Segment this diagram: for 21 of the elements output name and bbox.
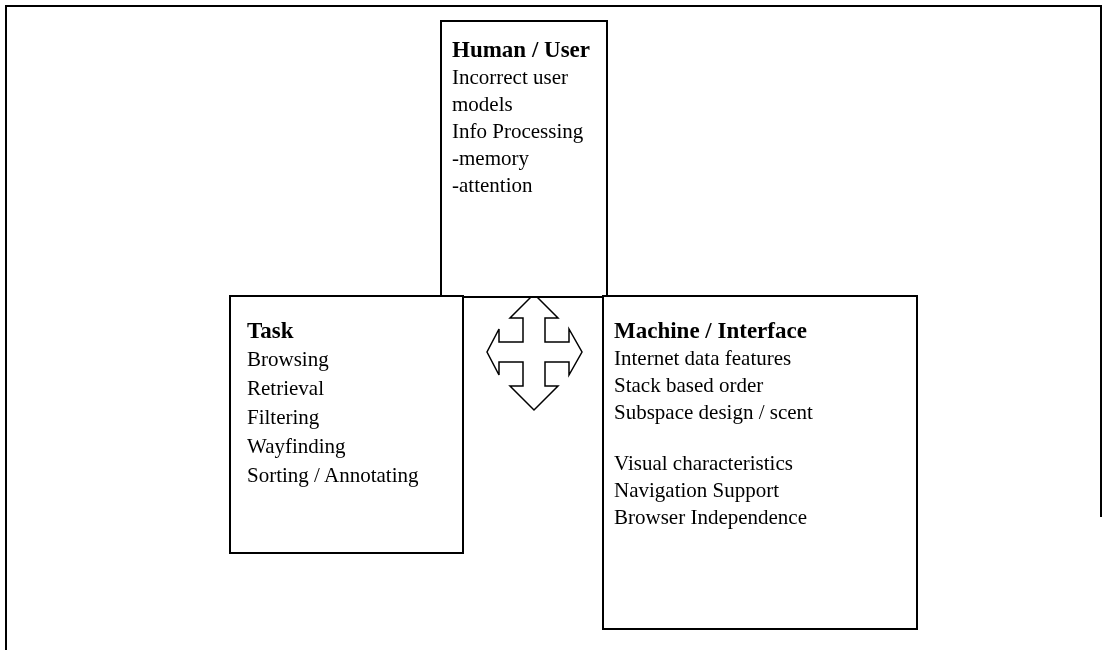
list-item: Internet data features bbox=[614, 345, 793, 372]
text-box bbox=[229, 295, 464, 554]
list-item: Filtering bbox=[247, 404, 321, 431]
list-item: Info Processing bbox=[452, 118, 585, 145]
list-item: -attention bbox=[452, 172, 534, 199]
list-item: Incorrect user models bbox=[452, 64, 569, 118]
box-heading: Human / User bbox=[452, 36, 591, 64]
list-item: Visual characteristics bbox=[614, 450, 794, 477]
list-item: Browser Independence bbox=[614, 504, 808, 531]
box-heading: Task bbox=[247, 317, 295, 345]
list-item: Wayfinding bbox=[247, 433, 347, 460]
text-box bbox=[602, 295, 918, 630]
list-item: Sorting / Annotating bbox=[247, 462, 420, 489]
list-item: Stack based order bbox=[614, 372, 765, 399]
list-item: Subspace design / scent bbox=[614, 399, 814, 426]
list-item: Browsing bbox=[247, 346, 330, 373]
list-item: Navigation Support bbox=[614, 477, 781, 504]
list-item: Retrieval bbox=[247, 375, 325, 402]
box-heading: Machine / Interface bbox=[614, 317, 808, 345]
text-box bbox=[440, 20, 608, 298]
list-item: -memory bbox=[452, 145, 530, 172]
